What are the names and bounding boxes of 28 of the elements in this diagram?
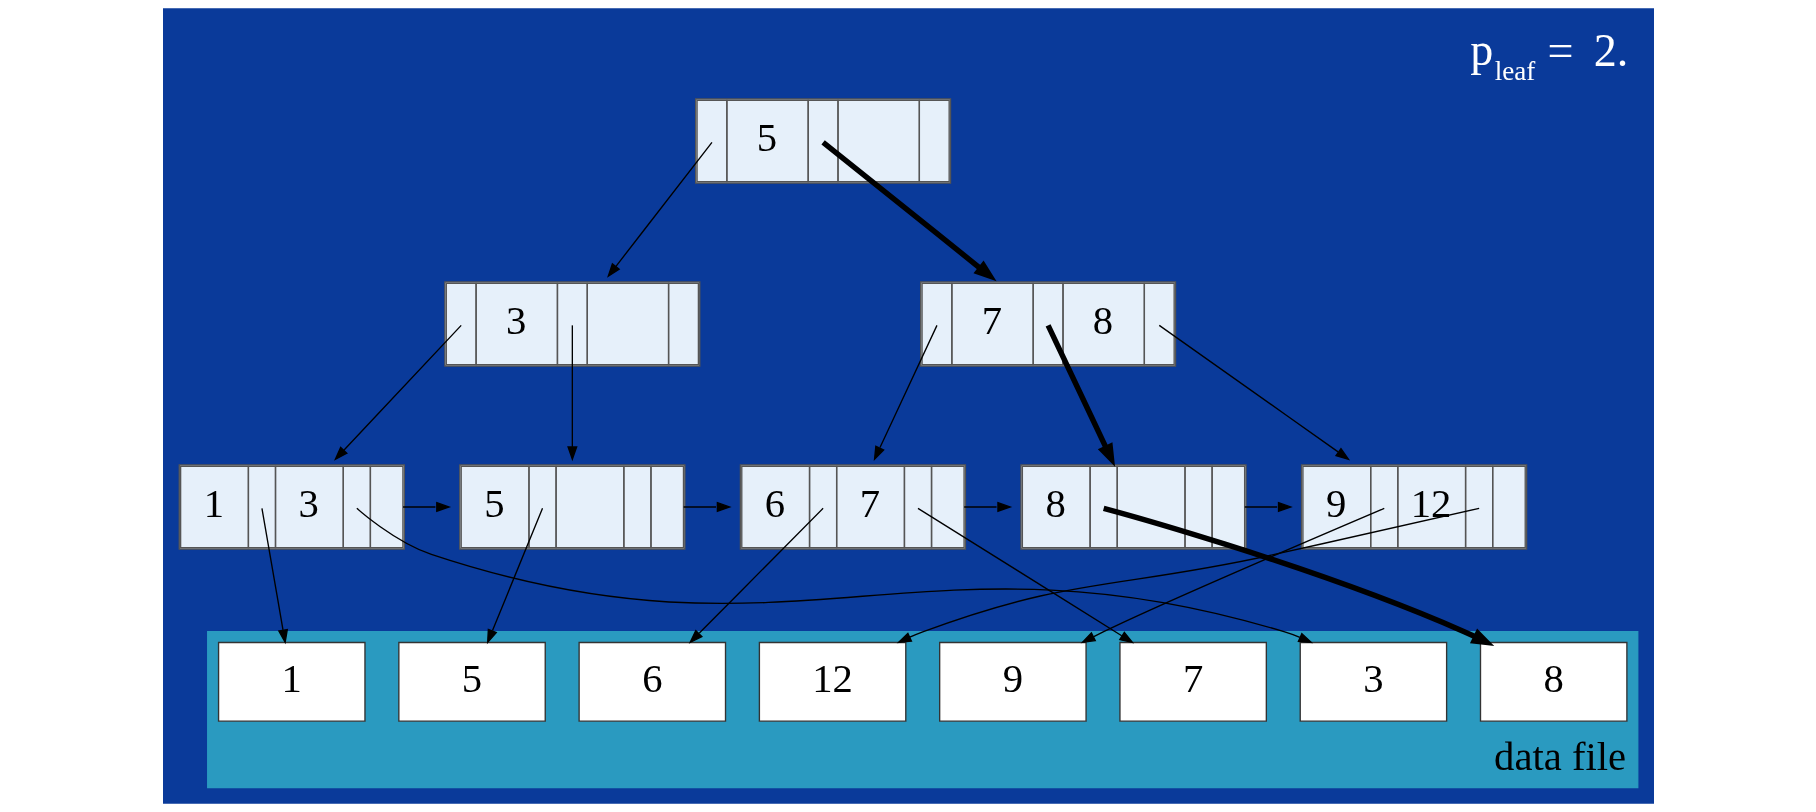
node-box: 7 bbox=[1118, 641, 1267, 722]
node-box: 1 bbox=[217, 641, 366, 722]
arrow bbox=[820, 140, 997, 282]
node-box: 5 bbox=[397, 641, 546, 722]
arrow bbox=[688, 507, 824, 644]
node-box: 6 bbox=[577, 641, 726, 722]
arrow bbox=[1080, 507, 1385, 644]
arrow bbox=[916, 507, 1134, 644]
diagram-title: p$_{leaf}$ = 2. bbox=[1469, 23, 1628, 86]
arrow bbox=[1158, 324, 1350, 461]
arrow bbox=[1045, 324, 1115, 467]
arrow bbox=[873, 324, 938, 462]
node-box: 12 bbox=[758, 641, 906, 722]
arrow bbox=[682, 501, 732, 513]
arrow bbox=[1243, 501, 1293, 513]
arrow bbox=[606, 141, 713, 278]
node-box: 9 bbox=[938, 641, 1087, 722]
arrow bbox=[896, 507, 1480, 644]
arrow bbox=[401, 501, 451, 513]
arrow bbox=[355, 507, 1313, 644]
arrow bbox=[260, 507, 288, 645]
node-box: 8 bbox=[1479, 641, 1628, 722]
arrow bbox=[333, 324, 462, 461]
arrow bbox=[486, 507, 543, 645]
arrow bbox=[1102, 505, 1494, 647]
arrow bbox=[963, 501, 1012, 513]
arrow bbox=[566, 324, 578, 462]
node-box: 3 bbox=[1299, 641, 1447, 722]
